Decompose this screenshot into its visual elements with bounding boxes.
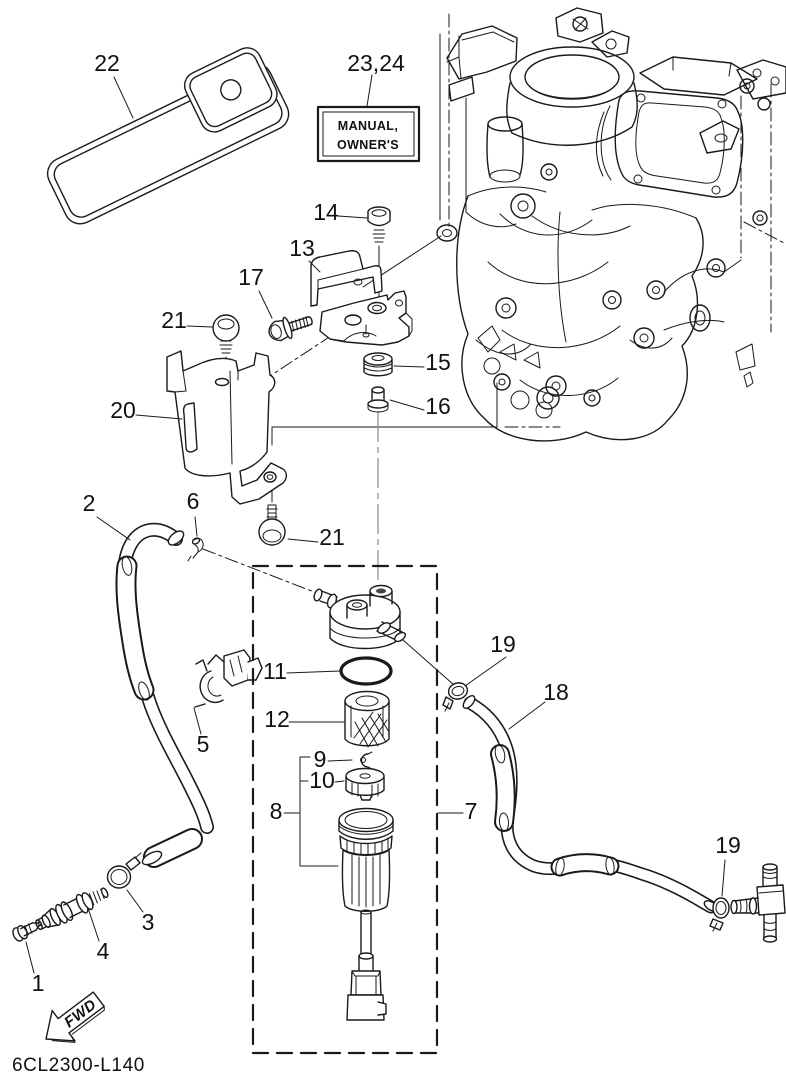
callout-21-upper: 21 [161, 307, 213, 333]
callout-1: 1 [25, 941, 45, 996]
callout-22: 22 [94, 50, 134, 119]
callout-19-lower: 19 [715, 832, 741, 897]
e-clip-9 [360, 751, 373, 770]
callout-7-label: 7 [465, 798, 478, 824]
filter-cup-8 [299, 756, 394, 1021]
callout-15-label: 15 [425, 349, 451, 375]
hose-clamp-3 [106, 852, 142, 889]
mount-bracket [319, 290, 413, 346]
engine-assembly [436, 7, 786, 442]
callout-17-label: 17 [238, 264, 264, 290]
filter-holder-20 [166, 350, 288, 505]
callout-21-lower: 21 [287, 524, 345, 550]
callout-8: 8 [270, 798, 300, 824]
filter-head [313, 584, 407, 650]
collar-16 [367, 386, 389, 413]
fitting-4 [35, 887, 109, 931]
callout-13: 13 [289, 235, 321, 273]
callout-6: 6 [187, 488, 200, 537]
fwd-arrow: FWD [45, 991, 105, 1043]
grommet-15 [363, 352, 393, 377]
callout-23-24-label: 23,24 [347, 50, 405, 76]
callout-20-label: 20 [110, 397, 136, 423]
callout-6-label: 6 [187, 488, 200, 514]
callout-4-label: 4 [97, 938, 110, 964]
bolt-21-upper [212, 314, 240, 354]
screw-1 [12, 921, 42, 942]
callout-10: 10 [309, 767, 345, 793]
callout-10-label: 10 [309, 767, 335, 793]
hose-clamp-5 [194, 649, 263, 708]
manual-label-line1: MANUAL, [338, 119, 398, 133]
callout-5-label: 5 [197, 731, 210, 757]
callout-2-label: 2 [83, 490, 96, 516]
bracket-13 [310, 250, 383, 307]
owners-manual-label: MANUAL, OWNER'S [316, 105, 421, 163]
bolt-17 [268, 315, 313, 342]
callout-16-label: 16 [425, 393, 451, 419]
callout-9-label: 9 [314, 746, 327, 772]
t-fitting [730, 863, 786, 943]
callout-18: 18 [508, 679, 569, 730]
snap-button-icon [220, 79, 242, 101]
callout-23-24: 23,24 [347, 50, 405, 107]
inlet-port [376, 588, 386, 594]
callout-3-label: 3 [142, 909, 155, 935]
tool-bag [46, 47, 290, 225]
fuel-hose-2 [115, 522, 214, 868]
callout-16: 16 [389, 393, 451, 419]
callout-19-lower-label: 19 [715, 832, 741, 858]
callout-19-upper-label: 19 [490, 631, 516, 657]
hose-clamp-19-lower [709, 897, 730, 932]
callout-13-label: 13 [289, 235, 315, 261]
bolt-14 [367, 206, 391, 243]
callout-5: 5 [193, 707, 210, 757]
fuel-hose-18 [462, 695, 719, 914]
manual-label-line2: OWNER'S [337, 138, 399, 152]
callout-1-label: 1 [32, 970, 45, 996]
hose-clamp-19-upper [442, 682, 469, 712]
callout-18-label: 18 [543, 679, 569, 705]
callout-22-label: 22 [94, 50, 120, 76]
callout-11: 11 [263, 658, 341, 684]
callout-9: 9 [314, 746, 353, 772]
callout-21-upper-label: 21 [161, 307, 187, 333]
bolt-21-lower [258, 504, 286, 546]
callout-21-lower-label: 21 [319, 524, 345, 550]
o-ring-11 [339, 656, 393, 686]
callout-8-label: 8 [270, 798, 283, 824]
callout-7: 7 [437, 798, 478, 824]
callout-4: 4 [87, 907, 110, 964]
callout-3: 3 [126, 889, 155, 935]
hose-clip-6 [187, 537, 204, 562]
part-code: 6CL2300-L140 [12, 1055, 145, 1076]
callout-2: 2 [83, 490, 131, 541]
callout-19-upper: 19 [464, 631, 516, 687]
callout-12-label: 12 [264, 706, 290, 732]
callout-14: 14 [313, 199, 368, 225]
callout-12: 12 [264, 706, 345, 732]
callout-15: 15 [393, 349, 451, 375]
callout-14-label: 14 [313, 199, 339, 225]
filter-element-12 [344, 690, 390, 748]
callout-20: 20 [110, 397, 183, 423]
callout-11-label: 11 [263, 658, 287, 684]
float-10 [345, 767, 385, 801]
callout-17: 17 [238, 264, 273, 319]
